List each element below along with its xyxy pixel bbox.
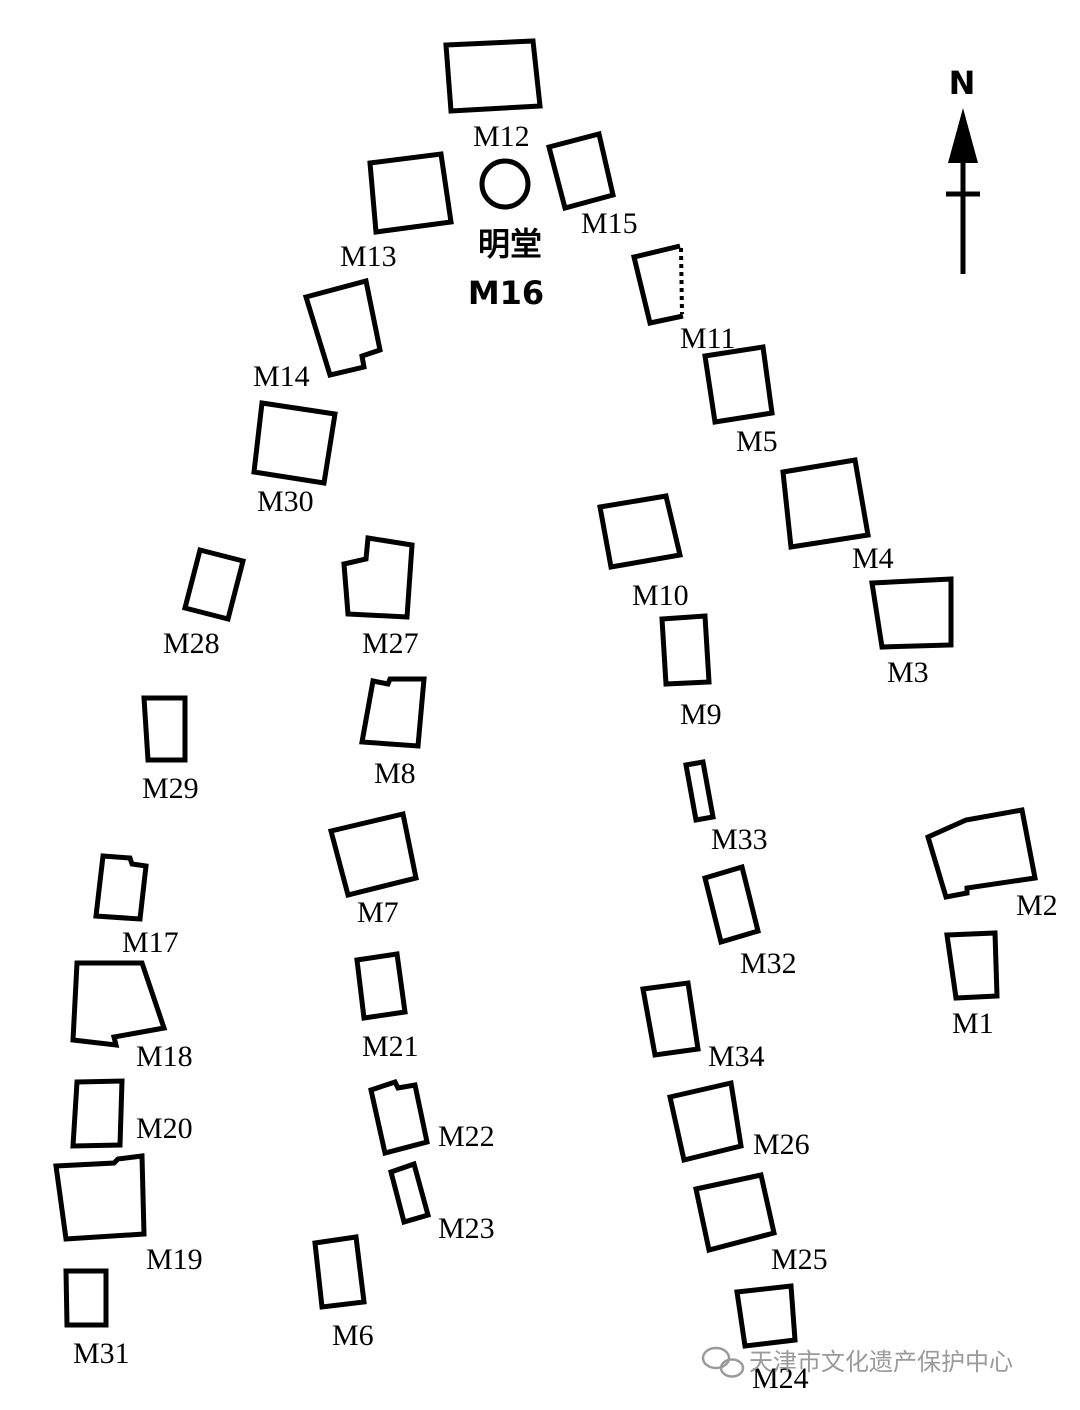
tomb-m34-outline: [640, 980, 701, 1058]
tomb-m18-outline: [70, 960, 168, 1048]
tomb-m22-outline: [368, 1078, 430, 1157]
tomb-m5-outline: [702, 344, 775, 425]
tomb-m4-label: M4: [852, 542, 894, 575]
tomb-m24-outline: [734, 1283, 798, 1349]
tomb-m20-outline: [70, 1078, 125, 1149]
tomb-m9-outline: [659, 613, 712, 687]
tomb-m19-label: M19: [146, 1243, 203, 1276]
tomb-m18-label: M18: [136, 1040, 193, 1073]
tomb-m17-label: M17: [122, 926, 179, 959]
tomb-m28-label: M28: [163, 627, 220, 660]
tomb-m15-label: M15: [581, 207, 638, 240]
tomb-m7-label: M7: [357, 896, 399, 929]
tomb-m7-outline: [327, 810, 419, 899]
tomb-m31-label: M31: [73, 1337, 130, 1370]
tomb-m13-label: M13: [340, 240, 397, 273]
central-hall-id: M16: [468, 274, 544, 312]
watermark-text: 天津市文化遗产保护中心: [749, 1348, 1013, 1376]
watermark: 天津市文化遗产保护中心: [701, 1346, 1013, 1378]
tomb-m34-label: M34: [708, 1040, 765, 1073]
tomb-m25-outline: [693, 1172, 777, 1254]
tomb-m32-label: M32: [740, 947, 797, 980]
tomb-m9-label: M9: [680, 698, 722, 731]
tomb-m6-outline: [312, 1234, 367, 1310]
tomb-m33-outline: [683, 759, 716, 823]
tomb-m2-label: M2: [1016, 889, 1058, 922]
tomb-m33-label: M33: [711, 823, 768, 856]
tomb-m8-outline: [359, 676, 427, 749]
tomb-m6-label: M6: [332, 1319, 374, 1352]
tomb-m25-label: M25: [771, 1243, 828, 1276]
central-hall-name: 明堂: [478, 225, 542, 263]
tomb-m13-outline: [367, 151, 454, 235]
tomb-m28-outline: [181, 546, 247, 623]
tomb-m27-outline: [341, 535, 415, 620]
tomb-m29-label: M29: [142, 772, 199, 805]
tomb-m5-label: M5: [736, 425, 778, 458]
north-arrow: N: [946, 64, 980, 274]
tomb-m23-label: M23: [438, 1212, 495, 1245]
tomb-m27-label: M27: [362, 627, 419, 660]
tomb-m19-outline: [53, 1153, 147, 1242]
tomb-m21-label: M21: [362, 1030, 419, 1063]
tomb-m2-outline: [924, 807, 1038, 900]
tomb-m4-outline: [780, 457, 871, 550]
tomb-outlines: [53, 38, 1038, 1349]
tomb-m1-label: M1: [952, 1007, 994, 1040]
tomb-m21-outline: [354, 951, 408, 1021]
tomb-m22-label: M22: [438, 1120, 495, 1153]
central-hall-circle: [479, 158, 531, 210]
tomb-m11-label: M11: [680, 322, 736, 355]
north-label: N: [949, 64, 976, 102]
tomb-labels: M12 M13 M15 M14 M11 M5 M30 M4 M10 M28 M2…: [73, 120, 1058, 1395]
tomb-m12-outline: [443, 38, 543, 114]
tomb-m32-outline: [701, 863, 762, 946]
tomb-m11-outline: [630, 243, 684, 326]
tomb-m14-outline: [302, 277, 383, 378]
north-arrow-head: [948, 108, 978, 163]
tomb-m31-outline: [63, 1268, 109, 1328]
tomb-m30-label: M30: [257, 485, 314, 518]
tomb-m3-label: M3: [887, 656, 929, 689]
wechat-icon: [701, 1346, 745, 1378]
tomb-m24-label: M24: [752, 1362, 809, 1395]
tomb-m3-outline: [869, 576, 954, 650]
tomb-m17-outline: [93, 853, 149, 922]
tomb-m15-outline: [545, 130, 616, 212]
tomb-m30-outline: [251, 400, 338, 486]
tomb-m1-outline: [944, 930, 1000, 1001]
tomb-m26-outline: [667, 1079, 744, 1164]
tomb-m12-label: M12: [473, 120, 530, 153]
tomb-m26-label: M26: [753, 1128, 810, 1161]
tomb-m14-label: M14: [253, 360, 310, 393]
tomb-m23-outline: [387, 1160, 432, 1226]
tomb-m10-label: M10: [632, 579, 689, 612]
tomb-m10-outline: [597, 493, 684, 570]
tomb-m8-label: M8: [374, 757, 416, 790]
tomb-m29-outline: [141, 695, 188, 763]
tomb-m20-label: M20: [136, 1112, 193, 1145]
